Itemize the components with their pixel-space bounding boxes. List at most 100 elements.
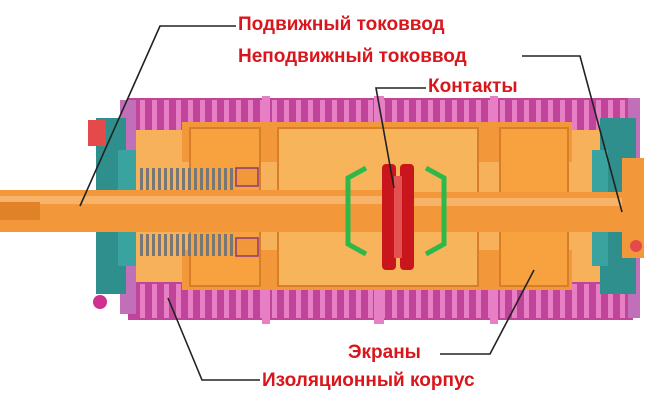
housing-rib	[536, 284, 541, 318]
shield-left	[345, 165, 368, 257]
housing-rib	[392, 100, 397, 130]
housing-rib	[476, 284, 481, 318]
housing-rib	[236, 284, 241, 318]
housing-rib	[272, 284, 277, 318]
label-fixed-lead: Неподвижный токоввод	[238, 46, 467, 67]
housing-rib	[212, 100, 217, 130]
housing-rib	[500, 100, 505, 130]
bellows-fold	[230, 234, 233, 256]
housing-rib	[176, 284, 181, 318]
housing-rib	[284, 100, 289, 130]
housing-rib	[308, 100, 313, 130]
left-terminal-red	[88, 120, 106, 146]
housing-rib	[440, 100, 445, 130]
bellows-fold	[224, 168, 227, 190]
moving-lead-bore	[0, 202, 40, 220]
housing-rib	[584, 284, 589, 318]
label-contacts: Контакты	[428, 76, 518, 97]
housing-rib	[164, 100, 169, 130]
bellows-fold	[176, 234, 179, 256]
housing-rib	[188, 100, 193, 130]
housing-rib	[368, 284, 373, 318]
housing-rib	[296, 284, 301, 318]
bellows-fold	[152, 168, 155, 190]
housing-rib	[428, 100, 433, 130]
housing-rib	[464, 100, 469, 130]
housing-rib	[620, 100, 625, 130]
bellows-fold	[140, 168, 143, 190]
bellows-fold	[200, 234, 203, 256]
housing-rib	[164, 284, 169, 318]
housing-rib	[452, 284, 457, 318]
housing-rib	[464, 284, 469, 318]
bellows-fold	[182, 234, 185, 256]
housing-rib	[524, 100, 529, 130]
bellows-fold	[188, 168, 191, 190]
housing-rib	[620, 284, 625, 318]
housing-rib	[176, 100, 181, 130]
bellows-fold	[230, 168, 233, 190]
bellows-fold	[170, 234, 173, 256]
housing-rib	[572, 284, 577, 318]
bellows-cap-top	[235, 167, 259, 187]
bellows-fold	[206, 234, 209, 256]
bellows-fold	[158, 168, 161, 190]
housing-rib	[404, 100, 409, 130]
housing-rib	[440, 284, 445, 318]
leader-housing	[167, 297, 260, 381]
housing-rib	[140, 100, 145, 130]
fixed-lead-highlight	[408, 198, 644, 206]
bellows-fold	[140, 234, 143, 256]
housing-rib	[272, 100, 277, 130]
leader-lines	[79, 25, 623, 381]
housing-rib	[452, 100, 457, 130]
shield-right	[424, 165, 447, 257]
bellows-fold	[218, 234, 221, 256]
housing-rib	[560, 284, 565, 318]
housing-rib	[608, 284, 613, 318]
housing-rib	[512, 284, 517, 318]
housing-rib	[224, 100, 229, 130]
bellows-fold	[212, 168, 215, 190]
housing-rib	[188, 284, 193, 318]
housing-rib	[524, 284, 529, 318]
housing-rib	[476, 100, 481, 130]
bellows-fold	[218, 168, 221, 190]
housing-rib	[356, 284, 361, 318]
housing-rib	[404, 284, 409, 318]
leader-fixed-lead	[522, 55, 623, 213]
housing-rib	[584, 100, 589, 130]
housing-rib	[296, 100, 301, 130]
housing-rib	[512, 100, 517, 130]
housing-rib	[572, 100, 577, 130]
housing-rib	[320, 100, 325, 130]
housing-rib	[416, 284, 421, 318]
bellows-fold	[188, 234, 191, 256]
label-moving-lead: Подвижный токоввод	[238, 14, 445, 35]
housing-rib	[596, 284, 601, 318]
bellows-fold	[170, 168, 173, 190]
housing-rib	[224, 284, 229, 318]
housing-rib	[392, 284, 397, 318]
housing-rib	[248, 100, 253, 130]
housing-rib	[236, 100, 241, 130]
housing-rib	[536, 100, 541, 130]
housing-rib	[332, 284, 337, 318]
bellows-fold	[164, 234, 167, 256]
housing-rib	[212, 284, 217, 318]
housing-rib	[320, 284, 325, 318]
housing-rib	[428, 284, 433, 318]
housing-rib	[140, 284, 145, 318]
left-bolt	[93, 295, 107, 309]
bellows-fold	[194, 168, 197, 190]
bellows-fold	[224, 234, 227, 256]
housing-rib	[248, 284, 253, 318]
housing-rib	[284, 284, 289, 318]
fixed-lead	[408, 158, 644, 258]
contact-fixed	[400, 164, 414, 270]
label-shields: Экраны	[348, 342, 421, 363]
bellows-top	[140, 168, 233, 190]
housing-rib	[332, 100, 337, 130]
